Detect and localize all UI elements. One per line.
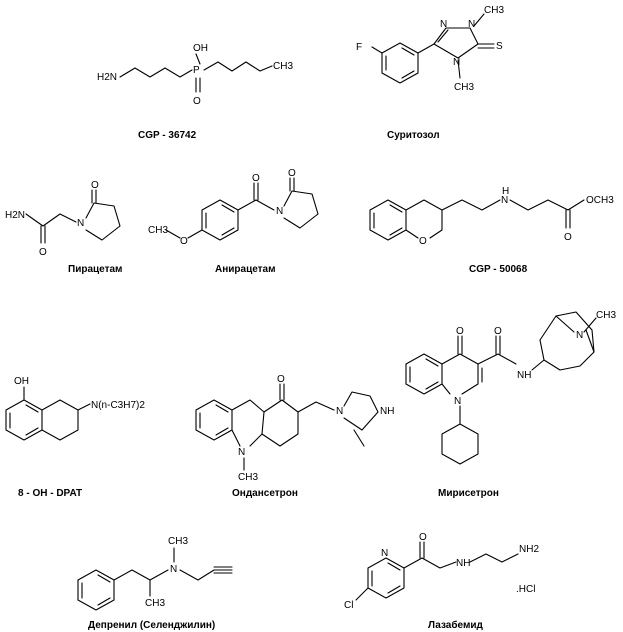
caption-suritozol: Суритозол	[387, 130, 440, 141]
caption-deprenyl: Депренил (Селенджилин)	[88, 620, 215, 631]
atom-phosphorus: P	[193, 65, 200, 76]
structure-aniracetam: CH3 O O N O Анирацетам	[148, 168, 319, 275]
atom-ch3: CH3	[454, 82, 474, 93]
atom-nitrogen: N	[501, 195, 508, 206]
atom-oxygen: O	[419, 236, 427, 247]
hcl-label: .HCl	[516, 584, 535, 595]
atom-oxygen: O	[252, 173, 260, 184]
atom-nitrogen: N	[454, 396, 461, 407]
atom-och3: OCH3	[586, 195, 614, 206]
atom-nh2: NH2	[519, 544, 539, 555]
atom-ch3: CH3	[238, 472, 258, 483]
atom-nitrogen: N	[440, 19, 447, 30]
caption-lazabemide: Лазабемид	[428, 619, 484, 631]
atom-oxygen: O	[193, 96, 201, 107]
atom-oxygen: O	[288, 168, 296, 179]
structure-ondansetron: N CH3 O N NH Ондансетрон	[195, 374, 394, 499]
atom-fluorine: F	[356, 42, 362, 53]
atom-ch3: CH3	[273, 61, 293, 72]
atom-nitrogen: N	[453, 57, 460, 68]
atom-nitrogen: N	[77, 218, 84, 229]
caption-cgp-50068: CGP - 50068	[469, 264, 528, 275]
structure-cgp-50068: O N H O OCH3 CGP - 50068	[369, 186, 614, 275]
structure-suritozol: F N N N S CH3 CH3 Суритозол	[356, 5, 504, 141]
atom-sulfur: S	[496, 41, 503, 52]
atom-h2n: H2N	[5, 210, 25, 221]
atom-nitrogen: N	[276, 206, 283, 217]
atom-ch3: CH3	[596, 310, 616, 321]
structure-8-oh-dpat: OH N(n-C3H7)2 8 - OH - DPAT	[5, 376, 145, 499]
structure-deprenyl: CH3 N CH3 Депренил (Селенджилин)	[77, 536, 233, 631]
caption-8-oh-dpat: 8 - OH - DPAT	[18, 488, 82, 499]
structure-lazabemide: N Cl O NH NH2 .HCl Лазабемид	[344, 532, 539, 631]
atom-ch3: CH3	[484, 5, 504, 16]
atom-chlorine: Cl	[344, 600, 353, 611]
atom-n-propyl: N(n-C3H7)2	[91, 400, 145, 411]
atom-oxygen: O	[456, 326, 464, 337]
structure-cgp-36742: H2N P OH O CH3 CGP - 36742	[97, 43, 293, 141]
atom-nitrogen: N	[238, 447, 245, 458]
atom-oxygen: O	[277, 374, 285, 385]
atom-oxygen: O	[91, 180, 99, 191]
atom-h2n: H2N	[97, 72, 117, 83]
atom-ch3: CH3	[148, 225, 168, 236]
atom-oxygen: O	[494, 326, 502, 337]
structure-piracetam: H2N O N O Пирацетам	[5, 180, 122, 275]
caption-ondansetron: Ондансетрон	[232, 488, 298, 499]
atom-ch3: CH3	[145, 598, 165, 609]
caption-aniracetam: Анирацетам	[215, 264, 276, 275]
atom-nitrogen: N	[468, 19, 475, 30]
atom-nitrogen: N	[381, 548, 388, 559]
atom-oxygen: O	[180, 236, 188, 247]
atom-oxygen: O	[419, 532, 427, 543]
atom-nitrogen: N	[576, 330, 583, 341]
caption-cgp-36742: CGP - 36742	[138, 130, 197, 141]
atom-oh: OH	[193, 43, 208, 54]
atom-nh: NH	[380, 406, 394, 417]
caption-mirisetron: Мирисетрон	[438, 488, 499, 499]
atom-oxygen: O	[39, 247, 47, 258]
atom-hydrogen: H	[502, 186, 509, 197]
atom-nh: NH	[517, 370, 531, 381]
atom-nitrogen: N	[170, 564, 177, 575]
atom-oh: OH	[14, 376, 29, 387]
caption-piracetam: Пирацетам	[68, 264, 122, 275]
atom-oxygen: O	[564, 232, 572, 243]
atom-ch3: CH3	[168, 536, 188, 547]
atom-nh: NH	[456, 558, 470, 569]
structure-mirisetron: O N O NH N CH3 Мирисетрон	[405, 310, 616, 499]
atom-nitrogen: N	[336, 406, 343, 417]
